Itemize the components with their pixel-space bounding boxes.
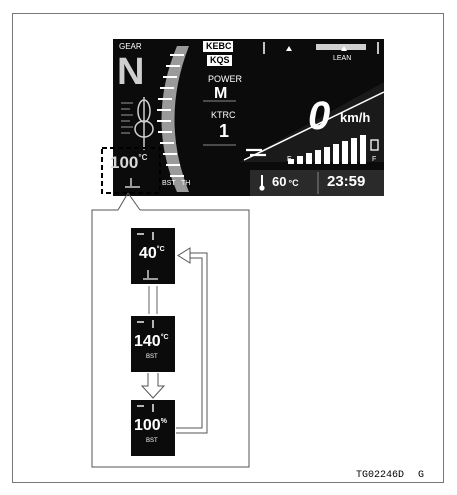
ambient-temp-unit: °C — [288, 178, 298, 188]
figure-code: TG02246D G — [356, 471, 424, 481]
speed-value: 0 — [308, 96, 330, 136]
gear-value: N — [117, 53, 144, 91]
clock: 23:59 — [327, 174, 365, 189]
cycle-item-3: 100% — [134, 418, 167, 434]
return-arrow-head — [178, 248, 190, 263]
thermometer-bulb-icon — [259, 185, 264, 190]
cycle-item-1-unit: °C — [157, 246, 165, 253]
arrow-down-2 — [142, 373, 164, 398]
cycle-item-3-unit: % — [161, 418, 167, 425]
lean-bar-fill — [316, 44, 366, 50]
cycle-item-2-sub: BST — [146, 354, 158, 360]
power-value: M — [214, 86, 227, 102]
return-arrow-inner — [176, 258, 202, 428]
cycle-item-1: 40°C — [139, 246, 165, 262]
tach-bst-label: BST — [162, 180, 176, 187]
fuel-full-label: F — [372, 156, 376, 163]
gear-label: GEAR — [119, 43, 142, 51]
figure-rev: G — [418, 470, 424, 481]
selected-temp-unit: °C — [138, 153, 147, 162]
lean-label: LEAN — [333, 55, 351, 62]
power-label: POWER — [208, 75, 242, 84]
selected-temp: 100°C — [110, 154, 147, 171]
kqs-label: KQS — [210, 56, 230, 65]
cycle-item-3-value: 100 — [134, 417, 161, 434]
cycle-item-3-sub: BST — [146, 438, 158, 444]
cycle-item-2-unit: °C — [161, 334, 169, 341]
cycle-item-1-value: 40 — [139, 245, 157, 262]
fuel-empty-label: E — [287, 156, 292, 163]
kebc-label: KEBC — [206, 42, 232, 51]
cycle-item-2: 140°C — [134, 334, 169, 350]
cycle-item-2-value: 140 — [134, 333, 161, 350]
ambient-temp-value: 60 — [272, 174, 286, 189]
selected-temp-value: 100 — [110, 153, 138, 172]
tach-th-label: TH — [181, 180, 190, 187]
ktrc-label: KTRC — [211, 111, 236, 120]
figure-code-text: TG02246D — [356, 470, 404, 481]
speed-unit: km/h — [340, 111, 370, 124]
arrow-down-1 — [149, 286, 157, 314]
ambient-temp: 60°C — [272, 175, 299, 188]
ktrc-value: 1 — [219, 122, 229, 140]
